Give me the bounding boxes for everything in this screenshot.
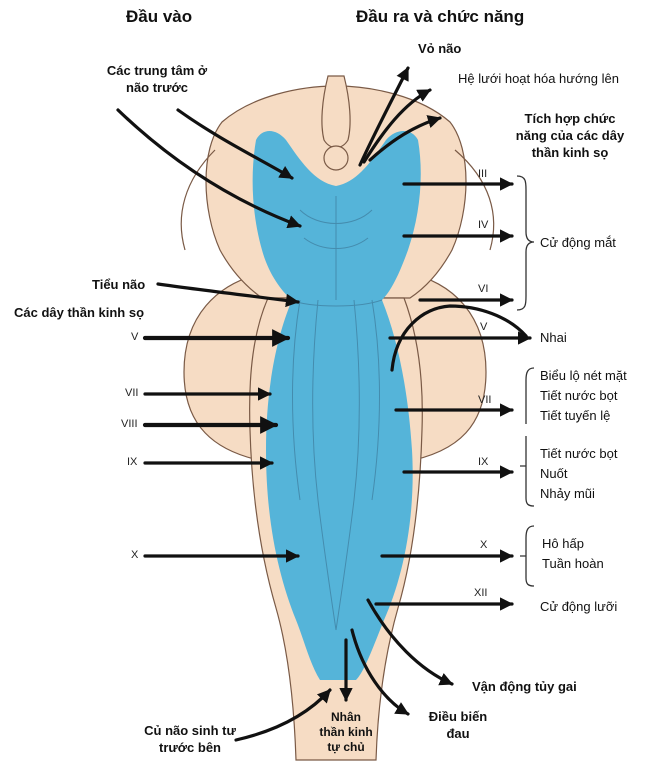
input-nerve-ix: IX — [127, 456, 138, 468]
label-pain-modulation: Điều biến đau — [428, 709, 488, 741]
label-eye-movement: Cử động mắt — [540, 235, 616, 250]
output-brackets — [516, 175, 535, 587]
label-group-x: Hô hấp Tuần hoàn — [542, 536, 604, 571]
label-cranial-nerves: Các dây thần kinh sọ — [14, 305, 145, 320]
arrow-spinal-motor — [366, 598, 454, 686]
label-cortex: Vỏ não — [418, 41, 462, 56]
input-nerve-viii: VIII — [121, 418, 138, 430]
bracket-eye — [516, 175, 535, 311]
bracket-ix — [520, 436, 535, 507]
output-nerve-xii: XII — [474, 587, 488, 599]
bracket-x — [520, 525, 535, 587]
right-cerebellar-peduncle — [403, 271, 487, 463]
output-nerve-ix: IX — [478, 456, 489, 468]
output-nerve-vi: VI — [478, 283, 489, 295]
output-nerve-x: X — [480, 539, 488, 551]
label-reticular-activating: Hệ lưới hoạt hóa hướng lên — [458, 71, 619, 86]
arrow-lateral-horn — [234, 688, 332, 742]
right-optic-tract — [454, 149, 495, 251]
arrow-pain-modulation — [350, 628, 410, 716]
arrow-reticular-ascending — [362, 88, 432, 164]
left-optic-tract — [180, 149, 216, 251]
output-nerve-iv: IV — [478, 219, 489, 231]
label-spinal-motor: Vận động tủy gai — [472, 679, 577, 694]
label-forebrain-centers: Các trung tâm ở não trước — [106, 63, 208, 95]
arrow-cerebellum — [156, 282, 300, 308]
pathway-arrows — [116, 66, 530, 742]
label-cerebellum: Tiểu não — [92, 277, 146, 292]
arrow-forebrain-1 — [176, 108, 294, 180]
left-cerebellar-peduncle — [183, 271, 269, 463]
input-nerve-v: V — [131, 331, 139, 343]
arrow-cortex — [358, 66, 410, 167]
reticular-formation — [252, 131, 421, 680]
label-lateral-horn: Củ não sinh tư trước bên — [144, 723, 236, 755]
bracket-vii — [525, 367, 535, 424]
pineal-gland — [323, 145, 349, 171]
outputs-header: Đầu ra và chức năng — [356, 7, 525, 26]
thalamus-stalk — [321, 75, 351, 149]
input-nerve-vii: VII — [125, 387, 139, 399]
label-chewing: Nhai — [540, 330, 567, 345]
label-group-ix: Tiết nước bọt Nuốt Nhảy mũi — [540, 446, 618, 501]
output-nerve-iii: III — [478, 168, 488, 180]
output-nerve-vii: VII — [478, 394, 492, 406]
output-nerve-v: V — [480, 321, 488, 333]
label-tongue: Cử động lưỡi — [540, 599, 618, 614]
arrow-out-v — [388, 304, 530, 372]
label-autonomic-nuclei: Nhân thần kinh tự chủ — [319, 710, 373, 754]
arrow-cranial-integration — [368, 115, 442, 162]
label-group-vii: Biểu lộ nét mặt Tiết nước bọt Tiết tuyến… — [540, 368, 627, 423]
inputs-header: Đầu vào — [126, 7, 193, 26]
label-cranial-integration: Tích hợp chức năng của các dây thần kinh… — [515, 111, 625, 160]
arrow-forebrain-2 — [116, 108, 302, 229]
input-nerve-x: X — [131, 549, 139, 561]
